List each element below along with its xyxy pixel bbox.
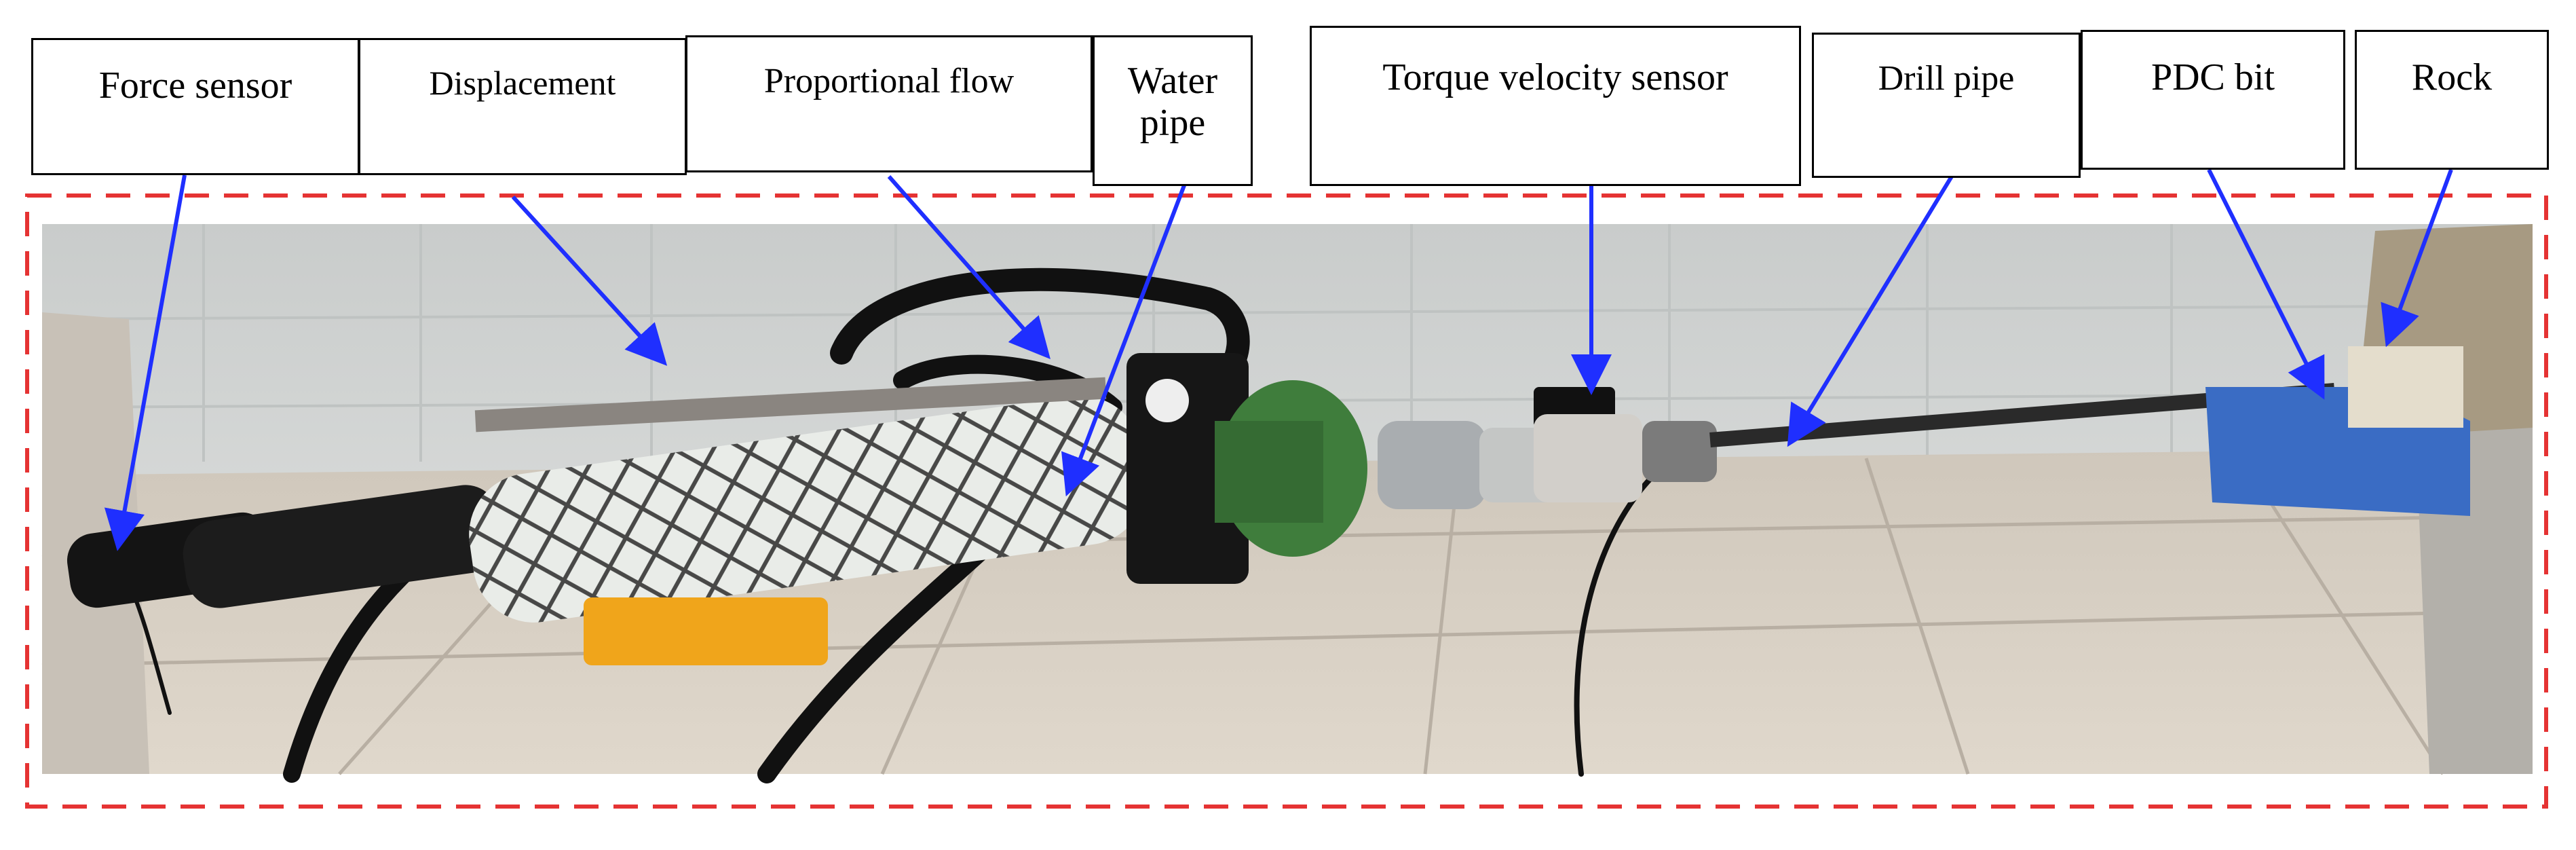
arrow-rock	[2381, 168, 2453, 348]
arrow-drill-pipe	[1787, 168, 1958, 447]
label-water-pipe: Water pipe	[1093, 35, 1253, 186]
label-drill-pipe: Drill pipe	[1812, 33, 2081, 178]
label-displacement: Displacement	[358, 38, 687, 175]
photo-frame	[25, 193, 2548, 809]
label-force-sensor: Force sensor	[31, 38, 360, 175]
annotation-arrows	[104, 168, 2453, 551]
label-proportional-flow: Proportional flow	[685, 35, 1093, 172]
arrow-displacement	[511, 195, 668, 366]
label-pdc-bit: PDC bit	[2081, 30, 2345, 170]
label-rock: Rock	[2355, 30, 2549, 170]
arrow-pdc-bit	[2207, 168, 2325, 400]
arrow-water-pipe	[1061, 175, 1190, 497]
arrow-force-sensor	[104, 174, 187, 551]
label-torque-velocity-sensor: Torque velocity sensor	[1310, 26, 1801, 186]
drill-rig	[67, 346, 2470, 665]
arrow-proportional-flow	[887, 175, 1050, 359]
